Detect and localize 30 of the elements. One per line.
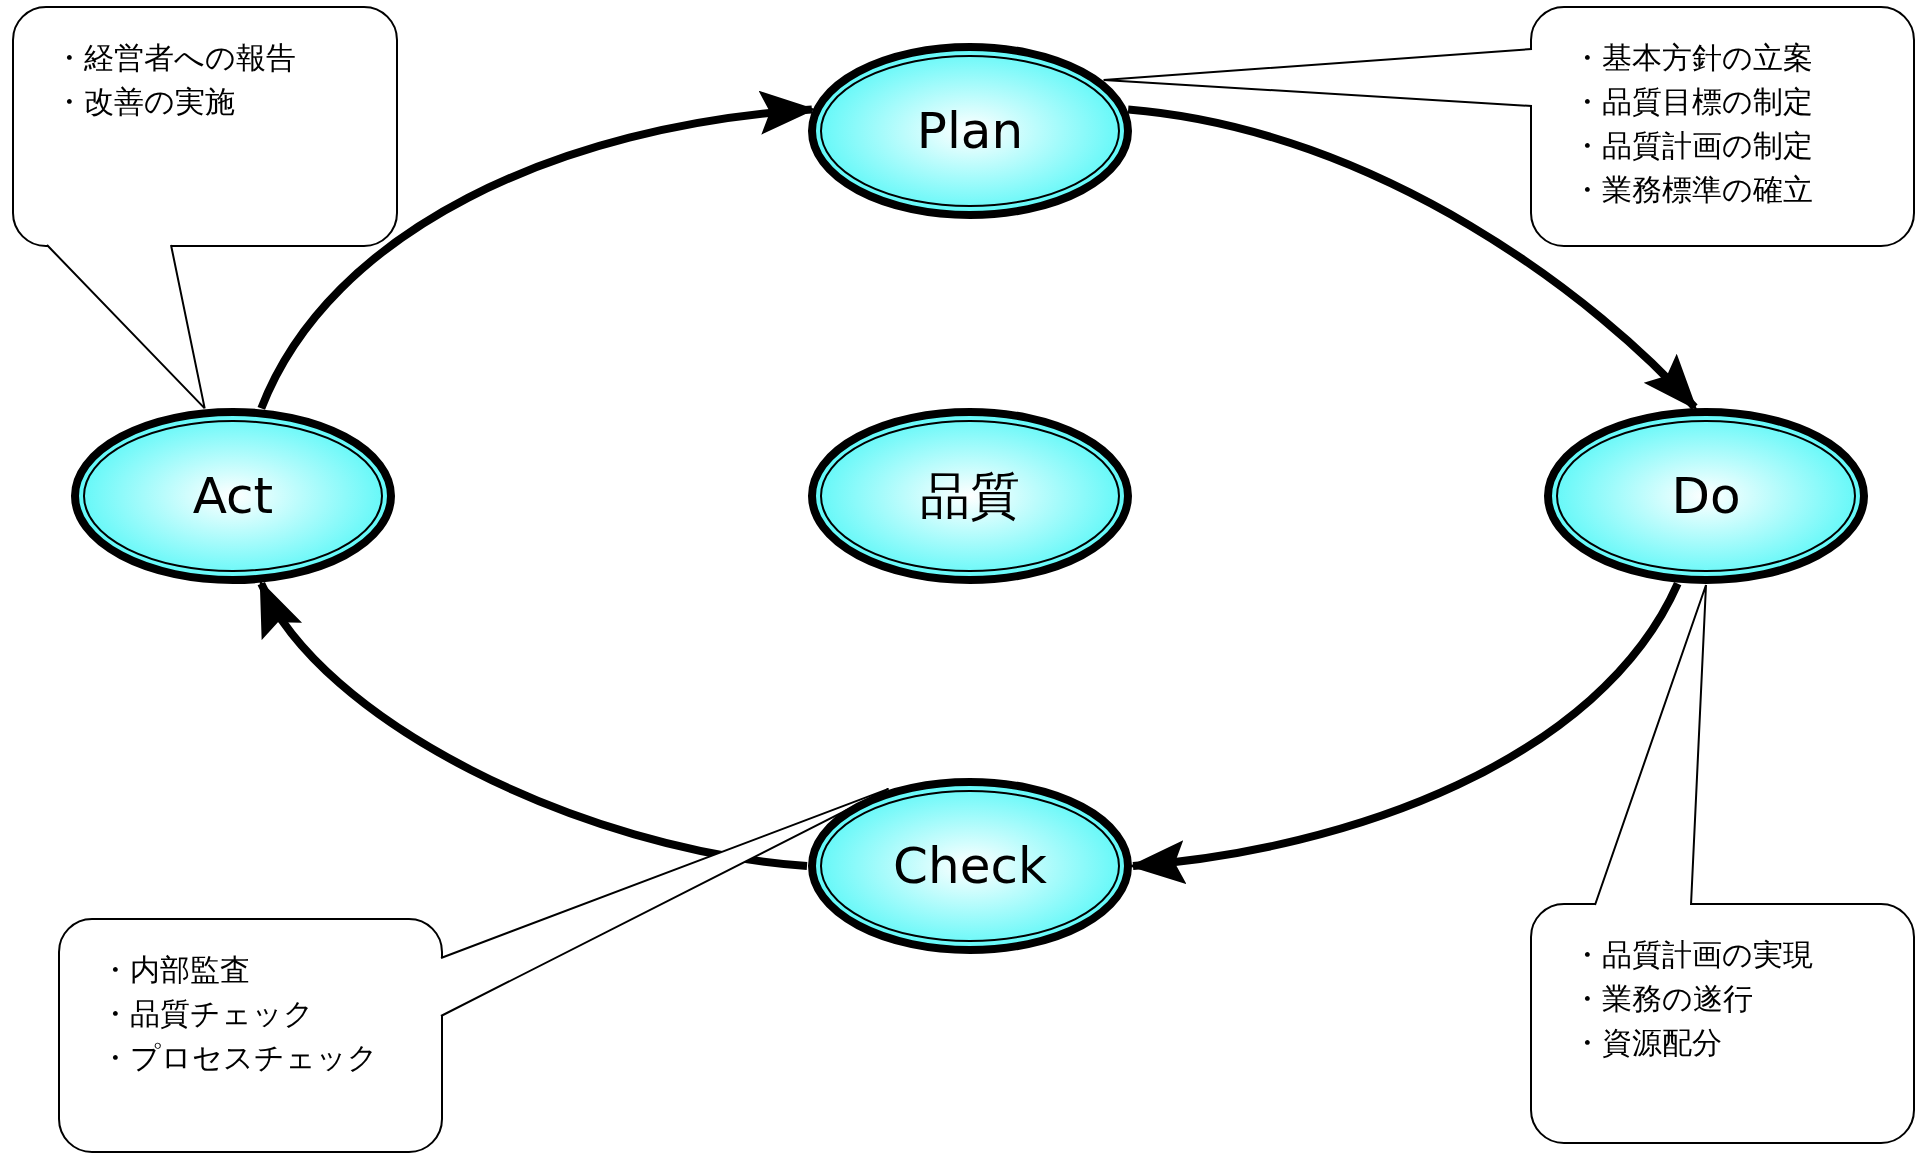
ellipse-node (807, 42, 1133, 220)
bullet-text: ・改善の実施 (54, 83, 236, 121)
cycle-arrow (257, 92, 816, 411)
phase-label: 品質 (920, 465, 1020, 527)
ellipse-node (807, 407, 1133, 585)
speech-bubble (1530, 6, 1915, 247)
bullet-text: ・品質計画の実現 (1572, 936, 1814, 974)
bullet-text: ・経営者への報告 (54, 39, 297, 77)
bullet-text: ・基本方針の立案 (1572, 39, 1814, 77)
callout-tail (46, 244, 206, 410)
bullet-text: ・品質チェック (100, 995, 315, 1033)
bullet-text: ・内部監査 (100, 951, 251, 989)
bullet-text: ・資源配分 (1572, 1024, 1723, 1062)
bullet-text: ・品質目標の制定 (1572, 83, 1814, 121)
phase-label: Act (192, 467, 274, 525)
bullet-text: ・品質計画の制定 (1572, 127, 1814, 165)
phase-label: Do (1671, 467, 1741, 525)
phase-label: Plan (916, 102, 1024, 160)
cycle-arrow (1127, 105, 1698, 411)
bullet-text: ・業務標準の確立 (1572, 171, 1814, 209)
ellipse-node (807, 777, 1133, 955)
bullet-text: ・プロセスチェック (100, 1039, 379, 1077)
cycle-arrow (257, 580, 808, 870)
bullet-text: ・業務の遂行 (1572, 980, 1754, 1018)
speech-bubble (1530, 903, 1915, 1144)
phase-label: Check (893, 837, 1047, 895)
speech-bubble (58, 918, 443, 1153)
ellipse-node (70, 407, 396, 585)
ellipse-node (1543, 407, 1869, 585)
callout-tail (1594, 584, 1707, 906)
